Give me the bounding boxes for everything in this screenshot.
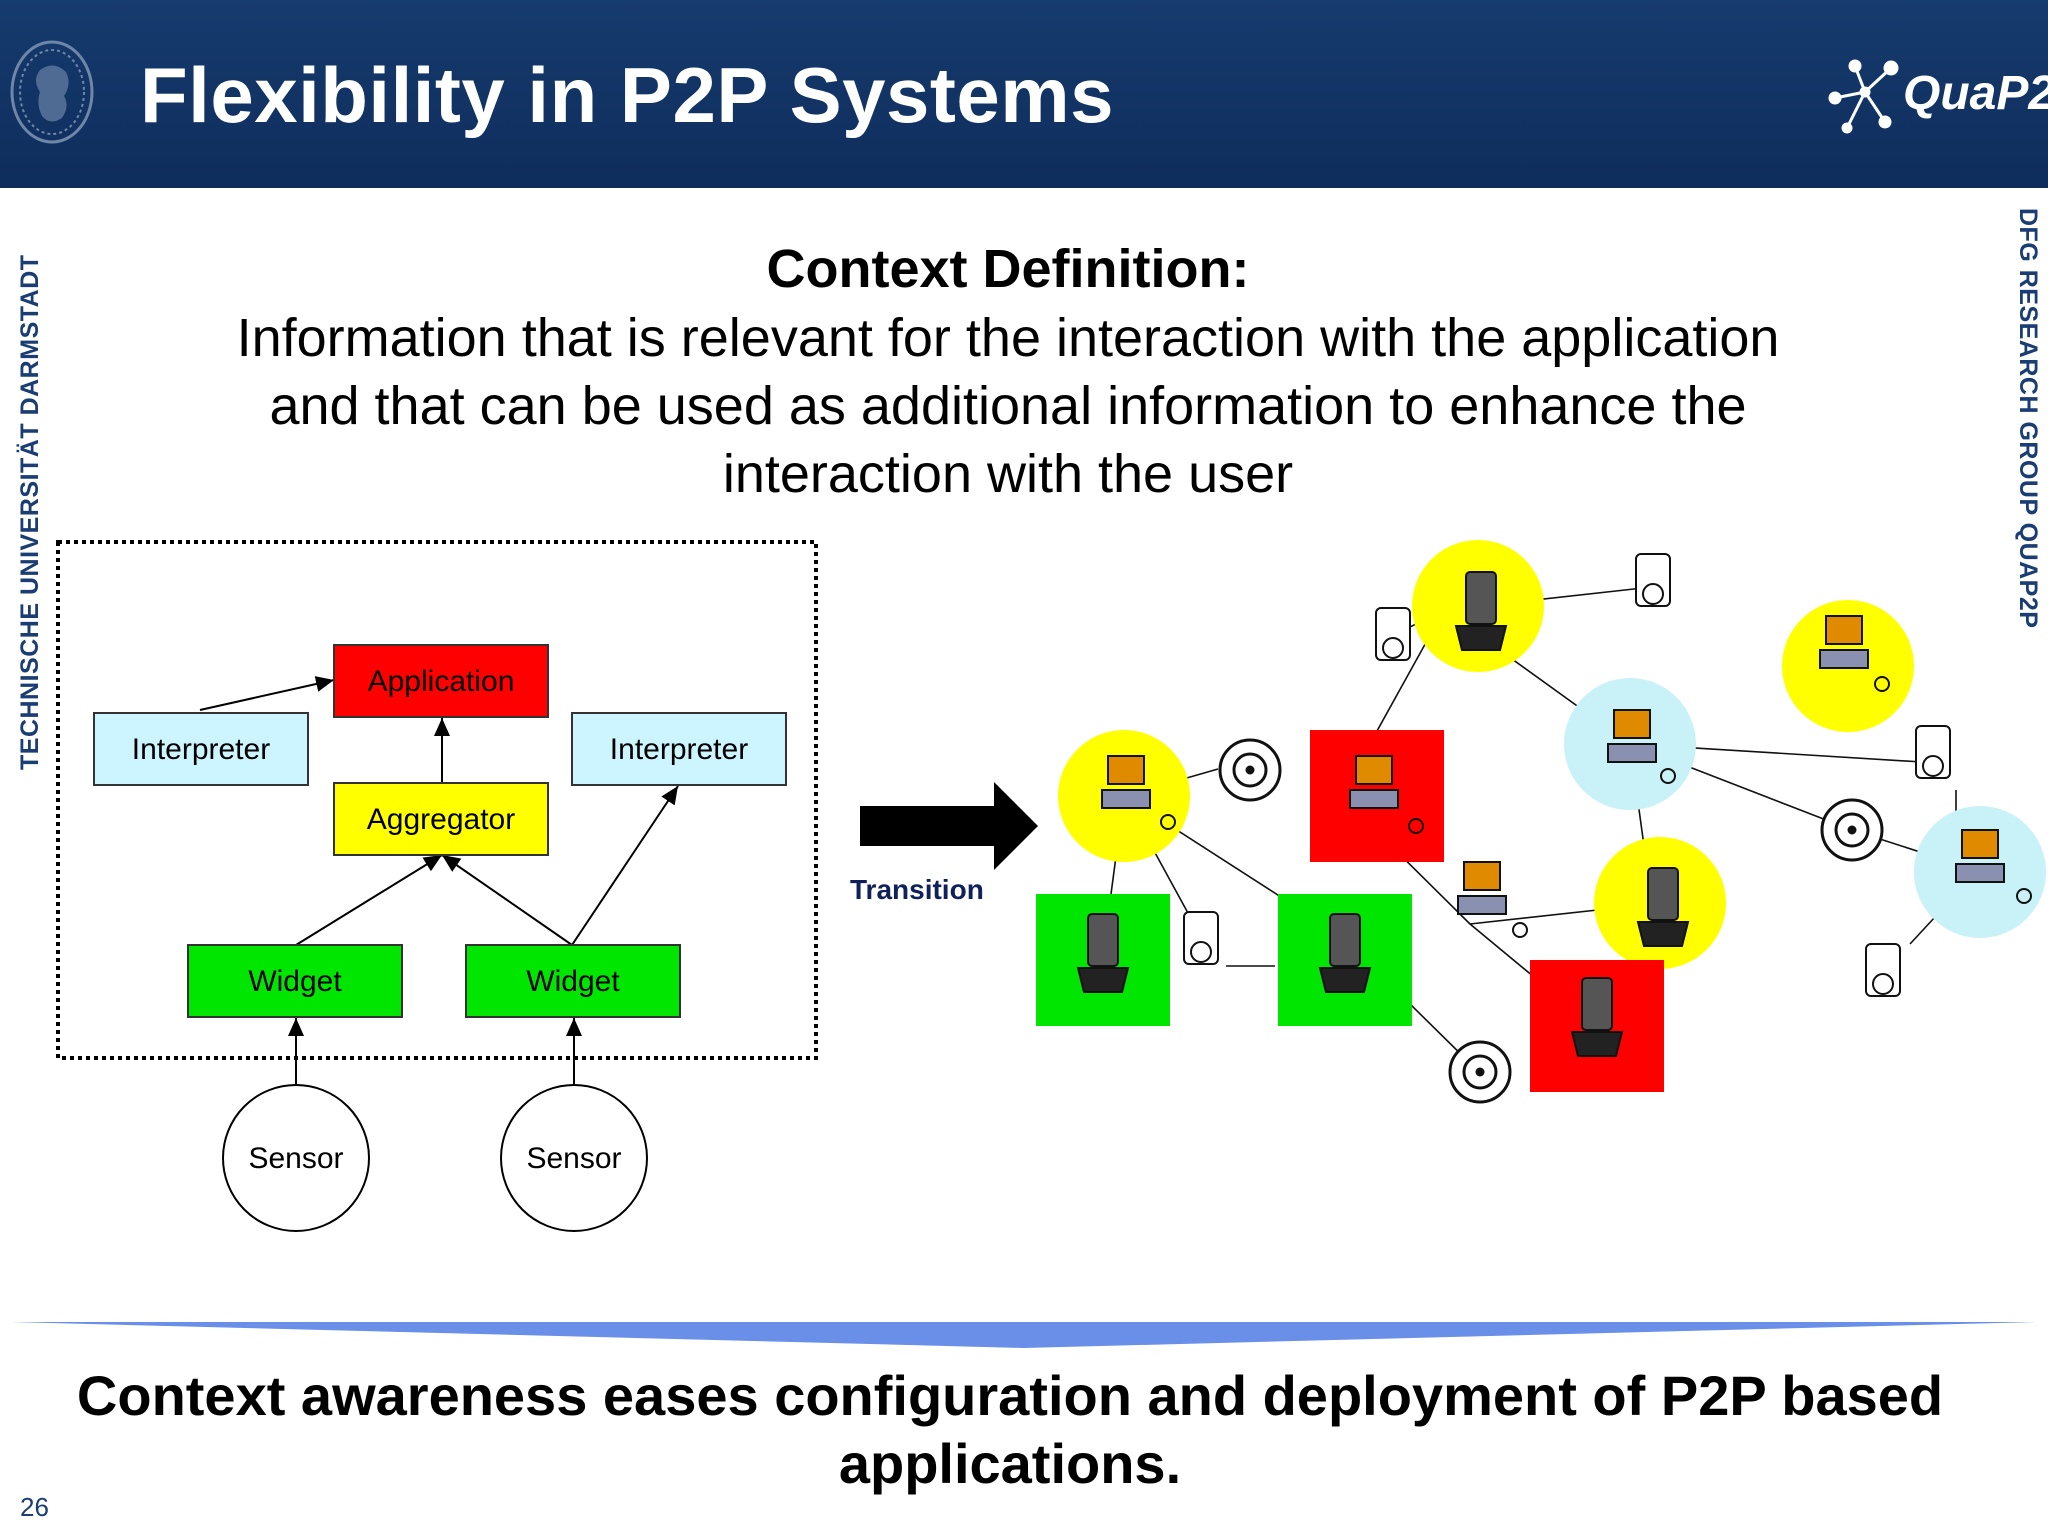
pda-icon bbox=[1076, 913, 1130, 993]
computer-icon bbox=[1457, 861, 1528, 938]
application-node: Application bbox=[333, 644, 549, 718]
sensor-right-label: Sensor bbox=[526, 1142, 621, 1175]
aggregator-node: Aggregator bbox=[333, 782, 549, 856]
application-label: Application bbox=[368, 665, 515, 698]
transition-arrow-icon bbox=[860, 782, 1038, 870]
context-heading: Context Definition: bbox=[766, 239, 1250, 299]
sensor-device-icon bbox=[1915, 725, 1951, 779]
sensor-device-icon bbox=[1183, 911, 1219, 965]
p2p-network-illustration bbox=[1036, 540, 2046, 1104]
context-boundary bbox=[56, 540, 818, 1060]
interpreter-right-label: Interpreter bbox=[610, 733, 748, 766]
transition-label: Transition bbox=[850, 874, 984, 905]
computer-icon bbox=[1349, 755, 1424, 834]
logo-text: QuaP2P bbox=[1903, 67, 2048, 120]
network-logo-icon bbox=[1828, 59, 1899, 134]
conclusion-statement: Context awareness eases configuration an… bbox=[76, 1364, 1944, 1495]
context-architecture-diagram: Application Interpreter Interpreter Aggr… bbox=[56, 540, 2046, 1232]
page-number: 26 bbox=[20, 1492, 49, 1522]
widget-left-label: Widget bbox=[248, 965, 342, 998]
context-body: Information that is relevant for the int… bbox=[236, 308, 1780, 504]
computer-icon bbox=[1955, 829, 2032, 904]
disc-icon bbox=[1218, 738, 1282, 802]
computer-devices bbox=[1101, 615, 2032, 938]
widget-right-node: Widget bbox=[465, 944, 681, 1018]
sensor-right-node: Sensor bbox=[500, 1084, 648, 1232]
computer-icon bbox=[1101, 755, 1176, 830]
pda-icon bbox=[1636, 867, 1690, 947]
sensor-devices bbox=[1183, 553, 1951, 997]
widget-left-node: Widget bbox=[187, 944, 403, 1018]
sensor-device-icon bbox=[1865, 943, 1901, 997]
interpreter-left-label: Interpreter bbox=[132, 733, 270, 766]
disc-devices bbox=[1218, 738, 1884, 1104]
quap2p-logo: QuaP2P bbox=[1825, 52, 2048, 144]
pda-devices bbox=[1076, 571, 1690, 1057]
slide-title: Flexibility in P2P Systems bbox=[140, 51, 1114, 139]
widget-right-label: Widget bbox=[526, 965, 620, 998]
computer-icon bbox=[1607, 709, 1676, 784]
header-bar: Flexibility in P2P Systems QuaP2P bbox=[0, 0, 2048, 188]
computer-icon bbox=[1819, 615, 1890, 692]
pda-icon bbox=[1318, 913, 1372, 993]
sensor-device-icon bbox=[1375, 607, 1411, 661]
interpreter-right-node: Interpreter bbox=[571, 712, 787, 786]
university-seal-icon bbox=[10, 40, 94, 144]
sensor-left-node: Sensor bbox=[222, 1084, 370, 1232]
disc-icon bbox=[1820, 798, 1884, 862]
interpreter-left-node: Interpreter bbox=[93, 712, 309, 786]
aggregator-label: Aggregator bbox=[367, 803, 515, 836]
sensor-left-label: Sensor bbox=[248, 1142, 343, 1175]
pda-icon bbox=[1454, 571, 1508, 651]
disc-icon bbox=[1448, 1040, 1512, 1104]
diagram-connectors bbox=[199, 676, 679, 1085]
sensor-device-icon bbox=[1635, 553, 1671, 607]
pda-icon bbox=[1570, 977, 1624, 1057]
footer-divider bbox=[12, 1322, 2036, 1348]
